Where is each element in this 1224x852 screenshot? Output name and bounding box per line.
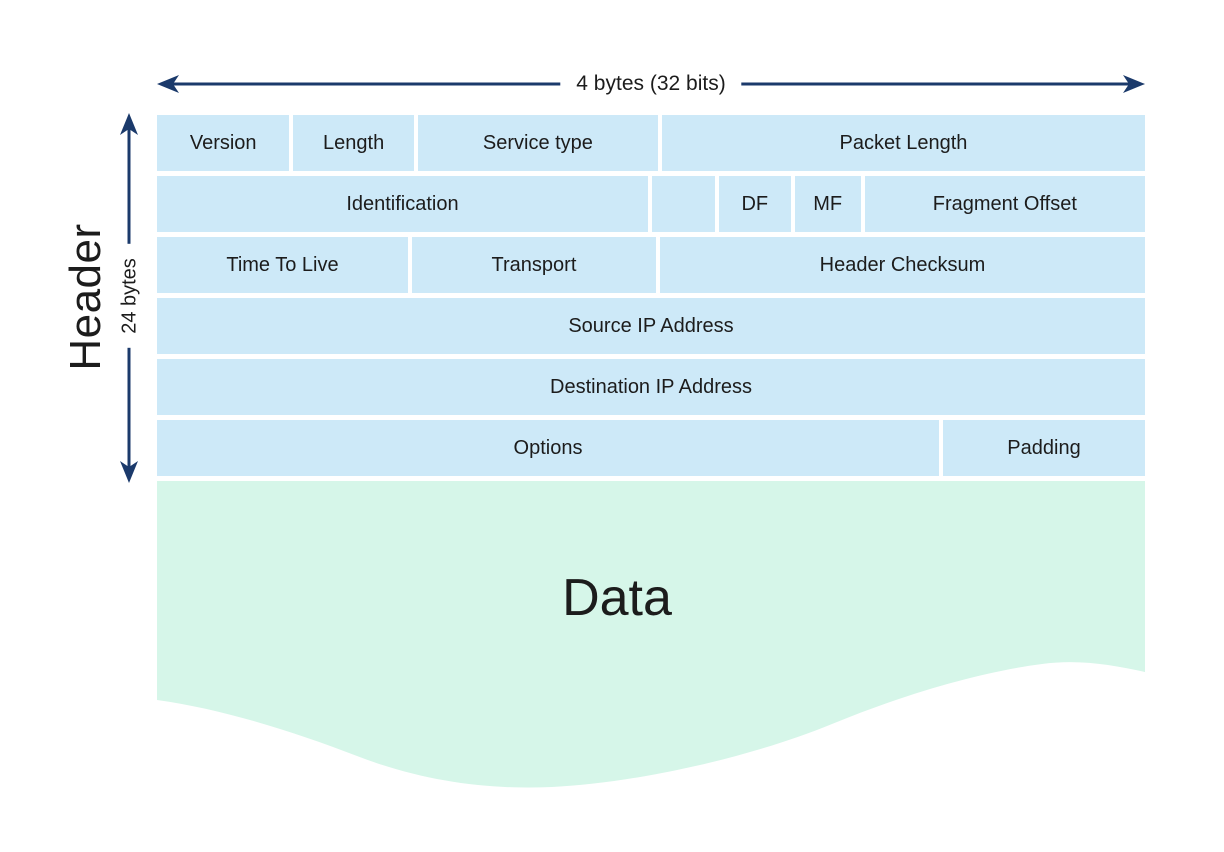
width-arrow-label: 4 bytes (32 bits) xyxy=(560,70,742,98)
cell-time-to-live: Time To Live xyxy=(157,237,408,293)
table-row: Identification DF MF Fragment Offset xyxy=(157,176,1146,232)
cell-identification: Identification xyxy=(157,176,648,232)
data-section-shape xyxy=(157,481,1145,788)
header-fields-table: Version Length Service type Packet Lengt… xyxy=(157,115,1146,476)
cell-source-ip: Source IP Address xyxy=(157,298,1145,354)
table-row: Time To Live Transport Header Checksum xyxy=(157,237,1146,293)
table-row: Source IP Address xyxy=(157,298,1145,354)
cell-options: Options xyxy=(157,420,939,476)
cell-mf-flag: MF xyxy=(794,176,861,232)
cell-padding: Padding xyxy=(943,420,1145,476)
data-section-label: Data xyxy=(562,569,672,627)
cell-header-checksum: Header Checksum xyxy=(659,237,1146,293)
table-row: Options Padding xyxy=(157,420,1145,476)
cell-destination-ip: Destination IP Address xyxy=(157,359,1145,415)
table-row: Version Length Service type Packet Lengt… xyxy=(157,115,1145,171)
cell-transport: Transport xyxy=(411,237,656,293)
cell-length: Length xyxy=(293,115,414,171)
cell-version: Version xyxy=(157,115,290,171)
table-row: Destination IP Address xyxy=(157,359,1145,415)
cell-packet-length: Packet Length xyxy=(661,115,1145,171)
cell-fragment-offset: Fragment Offset xyxy=(864,176,1146,232)
cell-df-flag: DF xyxy=(718,176,791,232)
header-size-label: 24 bytes xyxy=(116,244,144,348)
cell-reserved-flag xyxy=(651,176,715,232)
cell-service-type: Service type xyxy=(417,115,658,171)
header-section-label: Header xyxy=(61,223,110,371)
